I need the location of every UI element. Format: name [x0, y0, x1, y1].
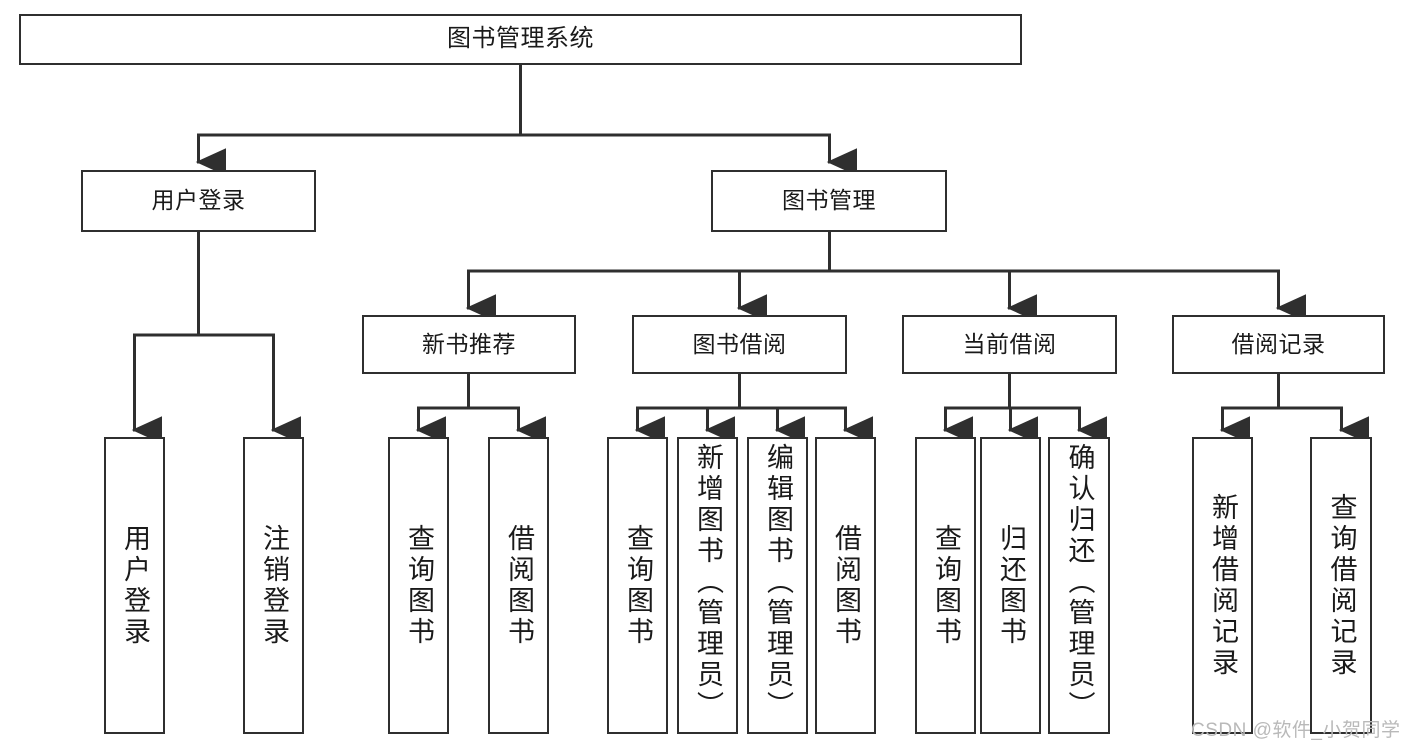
node-root-system[interactable]: 图书管理系统	[19, 14, 1022, 65]
leaf-borrow-book-2-label: 借阅图书	[831, 523, 861, 648]
node-book-manage-label: 图书管理	[782, 187, 876, 214]
leaf-borrow-book-1-label: 借阅图书	[504, 523, 534, 648]
leaf-confirm-return[interactable]: 确认归还（管理员）	[1048, 437, 1110, 734]
node-borrow-record[interactable]: 借阅记录	[1172, 315, 1385, 374]
leaf-edit-book[interactable]: 编辑图书（管理员）	[747, 437, 808, 734]
node-root-label: 图书管理系统	[447, 25, 594, 53]
leaf-borrow-book-1[interactable]: 借阅图书	[488, 437, 549, 734]
leaf-add-book[interactable]: 新增图书（管理员）	[677, 437, 738, 734]
leaf-add-record[interactable]: 新增借阅记录	[1192, 437, 1253, 734]
leaf-return-book-label: 归还图书	[996, 523, 1026, 648]
node-new-book-recommend-label: 新书推荐	[422, 330, 516, 357]
leaf-return-book[interactable]: 归还图书	[980, 437, 1041, 734]
node-book-manage[interactable]: 图书管理	[711, 170, 947, 232]
leaf-user-login-label: 用户登录	[120, 523, 150, 648]
node-book-borrow[interactable]: 图书借阅	[632, 315, 847, 374]
leaf-edit-book-label: 编辑图书（管理员）	[763, 443, 793, 722]
node-new-book-recommend[interactable]: 新书推荐	[362, 315, 576, 374]
leaf-user-login[interactable]: 用户登录	[104, 437, 165, 734]
leaf-query-record-label: 查询借阅记录	[1326, 492, 1357, 679]
leaf-borrow-book-2[interactable]: 借阅图书	[815, 437, 876, 734]
node-borrow-record-label: 借阅记录	[1231, 330, 1326, 357]
leaf-add-record-label: 新增借阅记录	[1208, 492, 1238, 679]
node-current-borrow[interactable]: 当前借阅	[902, 315, 1117, 374]
node-book-borrow-label: 图书借阅	[692, 330, 787, 357]
leaf-query-record[interactable]: 查询借阅记录	[1310, 437, 1372, 734]
leaf-confirm-return-label: 确认归还（管理员）	[1064, 443, 1095, 722]
leaf-query-book-1-label: 查询图书	[404, 523, 434, 648]
leaf-query-book-2[interactable]: 查询图书	[607, 437, 668, 734]
leaf-logout-login-label: 注销登录	[259, 523, 289, 648]
leaf-add-book-label: 新增图书（管理员）	[693, 443, 723, 722]
leaf-query-book-2-label: 查询图书	[623, 523, 653, 648]
leaf-query-book-3[interactable]: 查询图书	[915, 437, 976, 734]
leaf-query-book-3-label: 查询图书	[931, 523, 961, 648]
leaf-query-book-1[interactable]: 查询图书	[388, 437, 449, 734]
node-user-login-label: 用户登录	[151, 187, 246, 214]
node-user-login[interactable]: 用户登录	[81, 170, 316, 232]
node-current-borrow-label: 当前借阅	[962, 330, 1057, 357]
leaf-logout-login[interactable]: 注销登录	[243, 437, 304, 734]
csdn-watermark: CSDN @软件_小贺同学	[1191, 720, 1401, 741]
